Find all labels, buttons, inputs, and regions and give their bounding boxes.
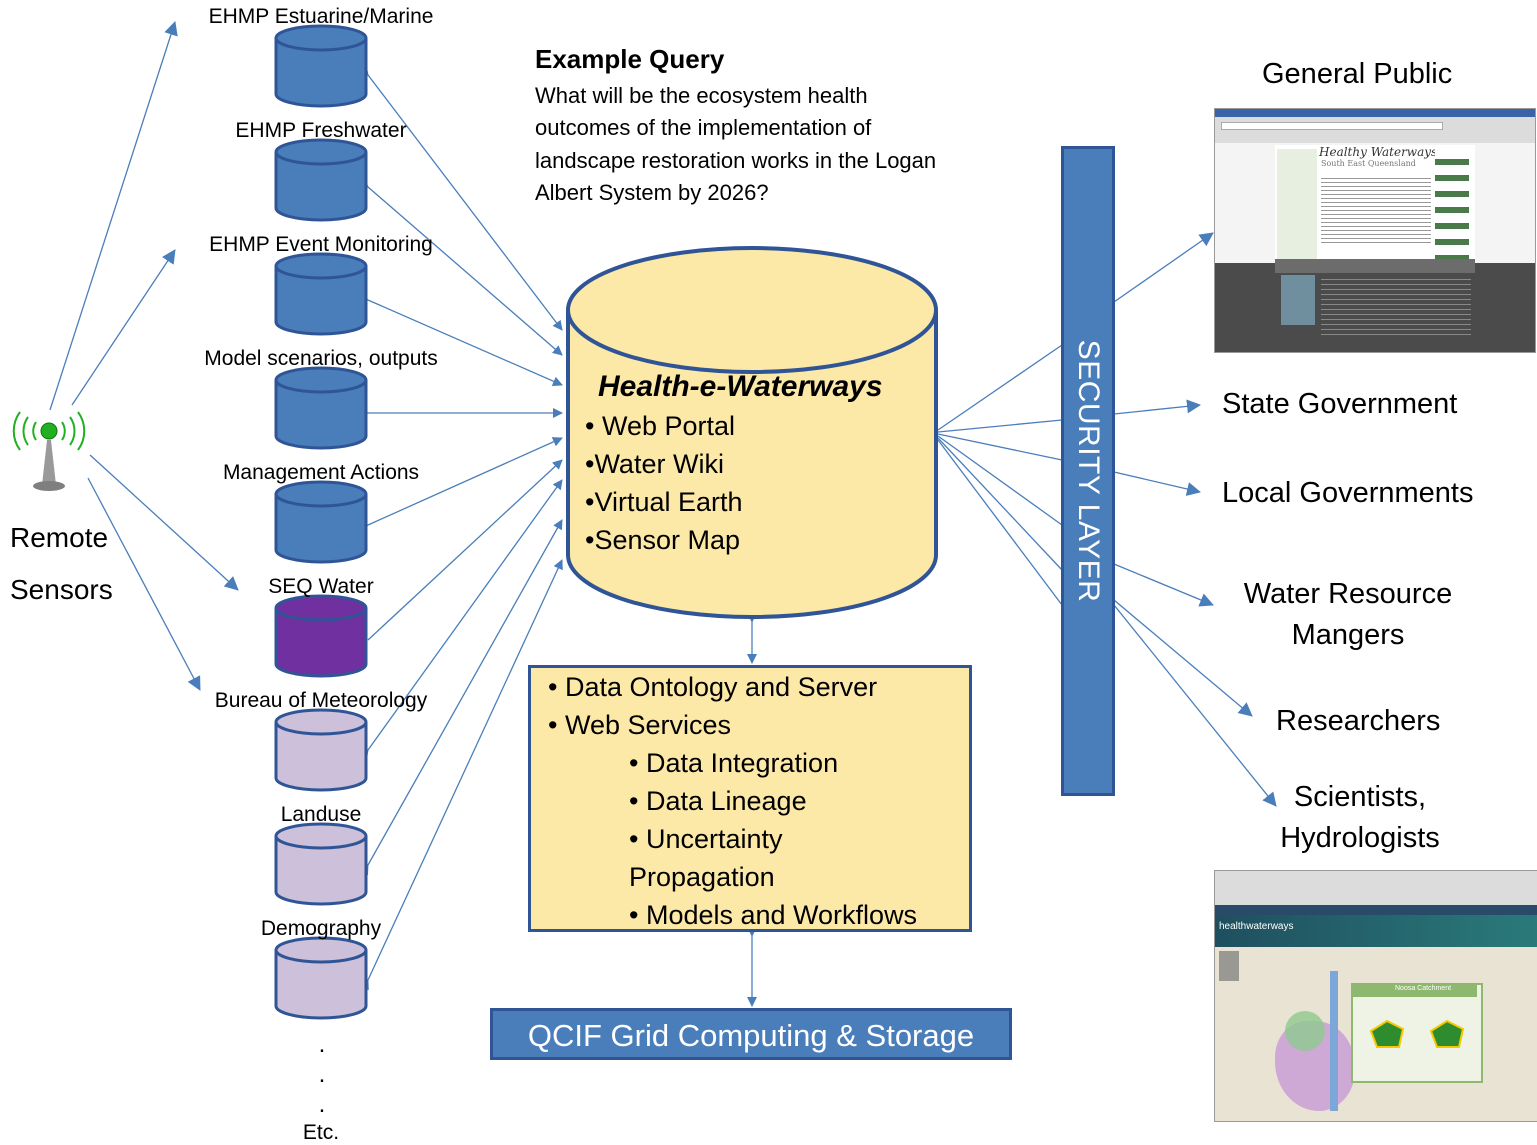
hub-title: Health-e-Waterways (598, 370, 883, 403)
security-layer-bar: SECURITY LAYER (1061, 146, 1115, 796)
map-screenshot: healthwaterways Noosa Catchment (1214, 870, 1537, 1122)
security-layer-label: SECURITY LAYER (1072, 339, 1105, 603)
source-cylinder-6 (274, 708, 368, 792)
source-cylinders (274, 24, 368, 1020)
audience-state-government: State Government (1222, 388, 1458, 420)
services-line-lineage: • Data Lineage (629, 786, 807, 816)
services-line-web-services: • Web Services (548, 710, 732, 740)
hub-item-water-wiki: •Water Wiki (585, 449, 724, 479)
sensor-arrow-1 (49, 21, 178, 411)
hub-item-virtual-earth: •Virtual Earth (585, 487, 743, 517)
services-line-ontology: • Data Ontology and Server (548, 672, 878, 702)
source-label-landuse: Landuse (280, 803, 362, 826)
audience-local-governments: Local Governments (1222, 477, 1474, 509)
audience-scientists-line2: Hydrologists (1280, 822, 1440, 854)
etc-label: Etc. (302, 1121, 340, 1144)
remote-sensors-line1: Remote (10, 522, 109, 553)
source-label-management-actions: Management Actions (222, 461, 420, 484)
services-box: • Data Ontology and Server • Web Service… (528, 665, 972, 932)
remote-sensors-label: Remote Sensors (10, 512, 113, 616)
audience-water-resource-line2: Mangers (1291, 619, 1405, 651)
audience-scientists: Scientists, Hydrologists (1270, 777, 1450, 859)
website-screenshot: Healthy Waterways South East Queensland (1214, 108, 1536, 353)
sensor-arrow-2 (71, 249, 176, 406)
remote-sensors-line2: Sensors (10, 574, 113, 605)
health-e-waterways-cylinder (566, 246, 938, 619)
query-line-3: landscape restoration works in the Logan (535, 148, 937, 173)
source-label-demography: Demography (260, 917, 382, 940)
sensor-arrows (49, 21, 239, 691)
services-line-propagation: Propagation (629, 862, 775, 892)
hub-item-web-portal: • Web Portal (585, 411, 736, 441)
qcif-grid-bar: QCIF Grid Computing & Storage (490, 1008, 1012, 1060)
source-cylinder-7 (274, 822, 368, 906)
source-cylinder-5 (274, 594, 368, 678)
source-hub-arrows (357, 64, 563, 991)
source-cylinder-4 (274, 480, 368, 564)
query-title: Example Query (535, 44, 725, 74)
hub-item-sensor-map: •Sensor Map (585, 525, 741, 555)
audience-general-public: General Public (1262, 58, 1453, 90)
source-cylinder-3 (274, 366, 368, 450)
antenna-icon (12, 411, 86, 491)
source-cylinder-0 (274, 24, 368, 108)
source-label-ehmp-event: EHMP Event Monitoring (209, 233, 433, 256)
source-label-bom: Bureau of Meteorology (214, 689, 428, 712)
audience-researchers: Researchers (1276, 705, 1441, 737)
query-line-4: Albert System by 2026? (535, 180, 769, 205)
services-line-uncertainty: • Uncertainty (629, 824, 783, 854)
services-line-integration: • Data Integration (629, 748, 839, 778)
website-subheading: South East Queensland (1321, 159, 1416, 168)
sensor-arrow-4 (87, 477, 201, 691)
audience-scientists-line1: Scientists, (1293, 781, 1427, 813)
source-cylinder-1 (274, 138, 368, 222)
query-line-1: What will be the ecosystem health (535, 83, 868, 108)
source-label-ehmp-freshwater: EHMP Freshwater (235, 119, 407, 142)
query-line-2: outcomes of the implementation of (535, 115, 872, 140)
audience-water-resource-line1: Water Resource (1243, 578, 1453, 610)
services-line-models: • Models and Workflows (629, 900, 918, 930)
ellipsis-dots: ... (318, 1031, 326, 1118)
audience-water-resource: Water Resource Mangers (1238, 574, 1458, 656)
map-logo: healthwaterways (1219, 921, 1294, 932)
source-label-ehmp-estuarine: EHMP Estuarine/Marine (208, 5, 434, 28)
audience-arrows (937, 232, 1277, 807)
source-label-seq-water: SEQ Water (268, 575, 374, 598)
map-panel-title: Noosa Catchment (1395, 985, 1452, 992)
sensor-arrow-3 (89, 454, 239, 591)
source-label-model-scenarios: Model scenarios, outputs (204, 347, 438, 370)
source-cylinder-8 (274, 936, 368, 1020)
source-cylinder-2 (274, 252, 368, 336)
website-heading: Healthy Waterways (1319, 145, 1438, 159)
